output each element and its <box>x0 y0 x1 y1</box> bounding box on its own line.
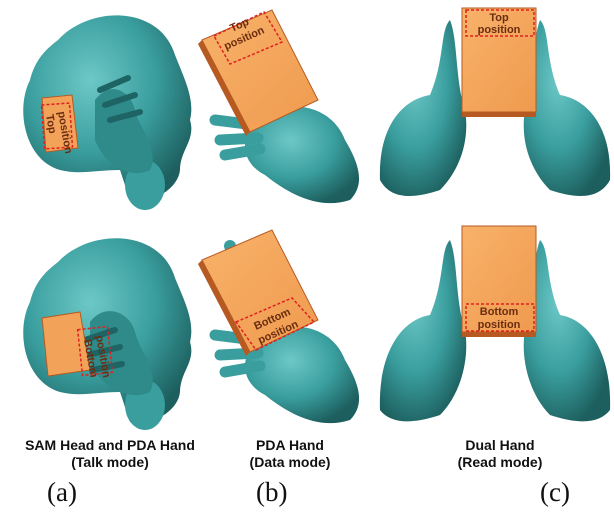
caption-c: Dual Hand (Read mode) <box>400 437 600 471</box>
caption-b-line2: (Data mode) <box>190 454 390 471</box>
tag-c-top-line1: Top <box>489 12 509 24</box>
panel-label-c: (c) <box>540 477 570 508</box>
panel-label-a: (a) <box>47 477 77 508</box>
pda-hand-model-top <box>215 107 359 204</box>
caption-a-line2: (Talk mode) <box>10 454 210 471</box>
caption-a: SAM Head and PDA Hand (Talk mode) <box>10 437 210 471</box>
tag-c-bottom-line1: Bottom <box>480 306 519 318</box>
tag-c-bottom-line2: position <box>478 319 521 331</box>
caption-c-line2: (Read mode) <box>400 454 600 471</box>
caption-b-line1: PDA Hand <box>190 437 390 454</box>
figure-illustration: Top position Top position Top position B… <box>0 0 614 440</box>
caption-b: PDA Hand (Data mode) <box>190 437 390 471</box>
caption-c-line1: Dual Hand <box>400 437 600 454</box>
panel-label-b: (b) <box>256 477 287 508</box>
caption-a-line1: SAM Head and PDA Hand <box>10 437 210 454</box>
tag-c-top-line2: position <box>478 24 521 36</box>
